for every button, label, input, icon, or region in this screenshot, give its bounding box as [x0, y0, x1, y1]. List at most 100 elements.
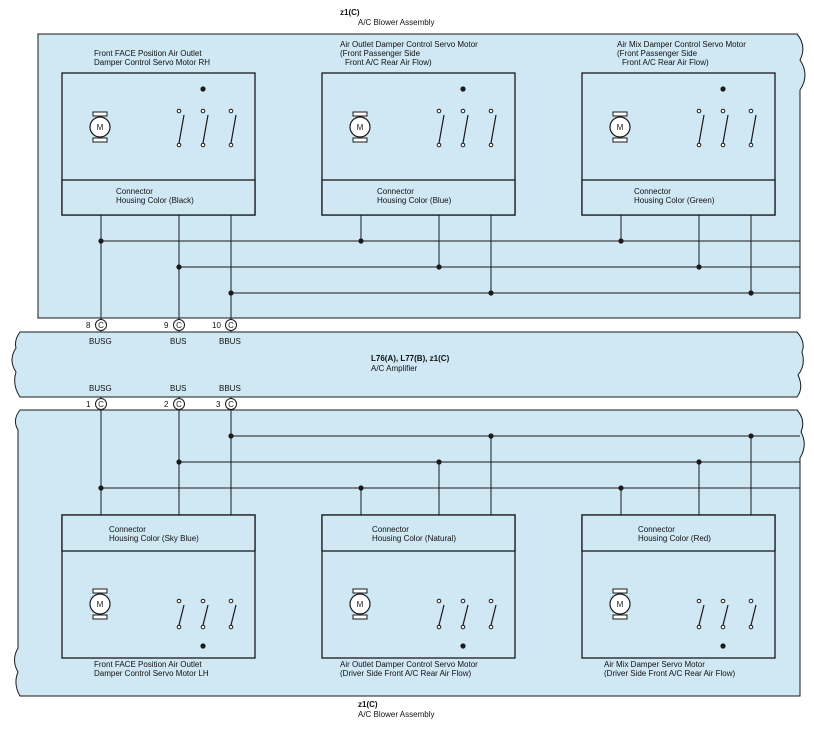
- pin-connector-letter: C: [98, 400, 104, 409]
- switch-blade: [178, 604, 185, 626]
- pin-connector-letter: C: [176, 321, 182, 330]
- switch-contact: [200, 624, 206, 630]
- connector-line: Connector: [109, 525, 146, 534]
- motor-symbol: [89, 593, 111, 615]
- switch-contact: [436, 624, 442, 630]
- switch-contact: [696, 108, 702, 114]
- connector-housing-box: [581, 179, 776, 216]
- connector-line: Housing Color (Blue): [377, 196, 452, 205]
- switch-blade: [462, 604, 469, 626]
- title-line: Front FACE Position Air Outlet: [94, 660, 202, 669]
- junction-dot: [358, 238, 364, 244]
- switch-contact: [488, 142, 494, 148]
- switch-contact: [460, 108, 466, 114]
- switch-contact: [176, 624, 182, 630]
- junction-dot: [720, 643, 726, 649]
- motor-brush: [92, 111, 108, 117]
- motor-brush: [352, 137, 368, 143]
- switch-contact: [436, 108, 442, 114]
- switch-blade: [230, 114, 237, 144]
- switch-contact: [176, 108, 182, 114]
- pin-connector-circle: [95, 398, 107, 410]
- switch-contact: [748, 108, 754, 114]
- top-assembly-code: z1(C): [340, 8, 360, 17]
- connector-line: Housing Color (Red): [638, 534, 711, 543]
- title-line: Air Mix Damper Control Servo Motor: [617, 40, 746, 49]
- title-line: (Front Passenger Side: [340, 49, 421, 58]
- connector-housing-box: [61, 179, 256, 216]
- motor-letter: M: [617, 600, 624, 609]
- motor-brush: [92, 614, 108, 620]
- title-line: Front A/C Rear Air Flow): [345, 58, 432, 67]
- switch-contact: [748, 142, 754, 148]
- switch-blade: [722, 114, 729, 144]
- switch-contact: [460, 624, 466, 630]
- switch-contact: [228, 598, 234, 604]
- bottom-signal-busg: BUSG: [89, 384, 112, 393]
- switch-contact: [748, 598, 754, 604]
- pin-connector-letter: C: [176, 400, 182, 409]
- title-line: (Driver Side Front A/C Rear Air Flow): [604, 669, 736, 678]
- switch-blade: [750, 604, 757, 626]
- junction-dot: [98, 238, 104, 244]
- switch-blade: [462, 114, 469, 144]
- switch-contact: [436, 142, 442, 148]
- title-line: Air Outlet Damper Control Servo Motor: [340, 40, 478, 49]
- title-line: (Front Passenger Side: [617, 49, 698, 58]
- junction-dot: [176, 459, 182, 465]
- switch-contact: [488, 624, 494, 630]
- bottom-motor-2-title: Air Outlet Damper Control Servo Motor(Dr…: [340, 660, 478, 678]
- bottom-signal-bbus: BBUS: [219, 384, 241, 393]
- pin-connector-letter: C: [228, 321, 234, 330]
- switch-contact: [200, 108, 206, 114]
- switch-contact: [228, 624, 234, 630]
- pin-connector-circle: [225, 319, 237, 331]
- motor-brush: [92, 588, 108, 594]
- junction-dot: [460, 86, 466, 92]
- motor-symbol: [609, 116, 631, 138]
- top-signal-bbus: BBUS: [219, 337, 241, 346]
- connector-line: Housing Color (Natural): [372, 534, 457, 543]
- switch-contact: [176, 142, 182, 148]
- pin-connector-circle: [173, 398, 185, 410]
- switch-blade: [438, 604, 445, 626]
- connector-line: Housing Color (Green): [634, 196, 715, 205]
- switch-blade: [202, 604, 209, 626]
- junction-dot: [696, 459, 702, 465]
- pin-connector-letter: C: [228, 400, 234, 409]
- top-pin-8-number: 8: [86, 321, 91, 330]
- title-line: Front A/C Rear Air Flow): [622, 58, 709, 67]
- junction-dot: [460, 643, 466, 649]
- switch-blade: [722, 604, 729, 626]
- motor-brush: [612, 614, 628, 620]
- title-line: Front FACE Position Air Outlet: [94, 49, 202, 58]
- bottom-pin-2-number: 2: [164, 400, 169, 409]
- switch-contact: [176, 598, 182, 604]
- motor-brush: [612, 588, 628, 594]
- connector-line: Housing Color (Sky Blue): [109, 534, 199, 543]
- connector-line: Connector: [634, 187, 671, 196]
- switch-contact: [200, 598, 206, 604]
- motor-letter: M: [97, 600, 104, 609]
- switch-contact: [696, 598, 702, 604]
- motor-letter: M: [97, 123, 104, 132]
- switch-blade: [438, 114, 445, 144]
- top-signal-bus: BUS: [170, 337, 187, 346]
- title-line: Damper Control Servo Motor LH: [94, 669, 209, 678]
- bottom-signal-bus: BUS: [170, 384, 187, 393]
- junction-dot: [748, 433, 754, 439]
- motor-symbol: [609, 593, 631, 615]
- pin-connector-letter: C: [98, 321, 104, 330]
- motor-symbol: [349, 593, 371, 615]
- switch-contact: [436, 598, 442, 604]
- top-motor-2-title: Air Outlet Damper Control Servo Motor(Fr…: [340, 40, 478, 67]
- junction-dot: [358, 485, 364, 491]
- bottom-pin-3-number: 3: [216, 400, 221, 409]
